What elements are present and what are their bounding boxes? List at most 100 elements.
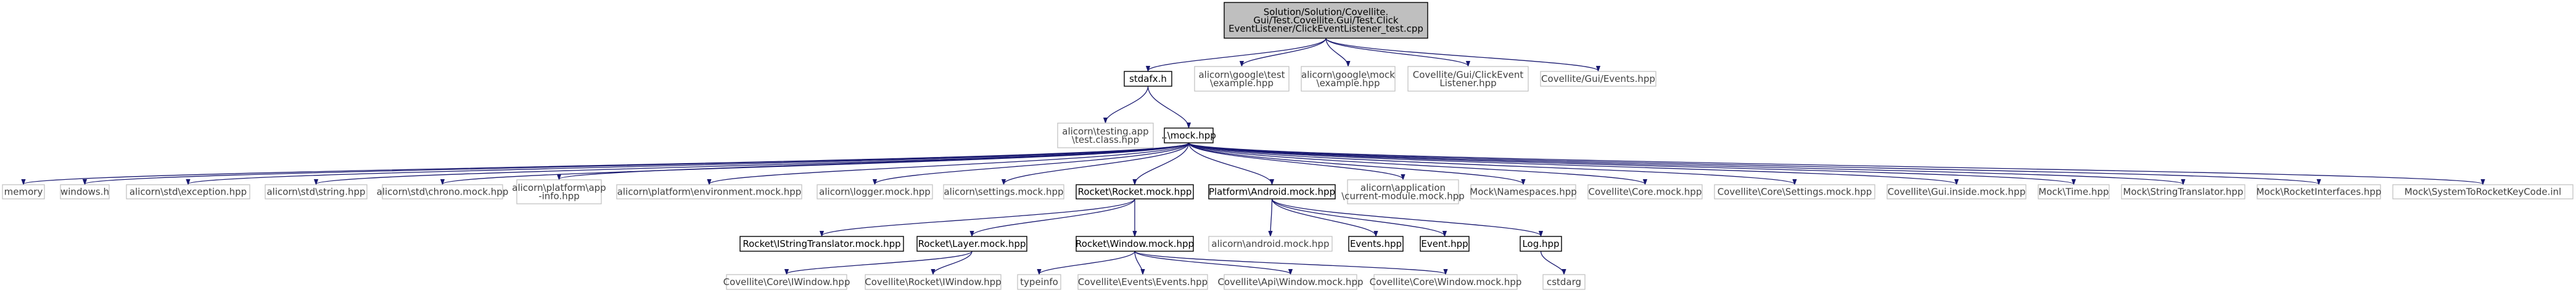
- node-rk-layer[interactable]: Rocket\Layer.mock.hpp: [916, 236, 1027, 252]
- node-box: [1124, 71, 1172, 87]
- node-box: [1373, 274, 1518, 290]
- node-android-h[interactable]: alicorn\android.mock.hpp: [1208, 236, 1333, 252]
- edge-root-to-events_hpp: [1325, 38, 1599, 71]
- node-box: [1542, 274, 1586, 290]
- node-rocket-iwindow[interactable]: Covellite\Rocket\IWindow.hpp: [865, 274, 1002, 290]
- node-windows-h[interactable]: windows.h: [60, 184, 110, 199]
- node-events-node[interactable]: Events.hpp: [1348, 236, 1404, 252]
- node-box: [1164, 127, 1214, 143]
- node-box: [60, 184, 110, 199]
- edge-android_mock-to-log_hpp: [1271, 198, 1541, 236]
- edge-rocket_mock-to-rk_strtr: [822, 198, 1135, 236]
- node-root[interactable]: Solution/Solution/Covellite.Gui/Test.Cov…: [1224, 2, 1428, 39]
- node-box: [1076, 184, 1194, 199]
- node-label-line: alicorn\google\test: [1198, 69, 1285, 80]
- node-label-line: alicorn\logger.mock.hpp: [819, 187, 931, 198]
- node-gui-inside[interactable]: Covellite\Gui.inside.mock.hpp: [1887, 184, 2027, 199]
- node-label-line: \example.hpp: [1317, 78, 1380, 89]
- node-gtest-example[interactable]: alicorn\google\test\example.hpp: [1194, 66, 1290, 92]
- edge-android_mock-to-events_node: [1271, 198, 1376, 236]
- node-box: [817, 184, 933, 199]
- node-events-hpp[interactable]: Covellite/Gui/Events.hpp: [1540, 71, 1656, 87]
- node-box: [265, 184, 368, 199]
- node-std-exception[interactable]: alicorn\std\exception.hpp: [126, 184, 250, 199]
- node-testing-app[interactable]: alicorn\testing.app\test.class.hpp: [1057, 123, 1154, 148]
- edge-mock_hpp-to-core_settings: [1188, 142, 1795, 184]
- node-mock-rocketif[interactable]: Mock\RocketInterfaces.hpp: [2257, 184, 2382, 199]
- node-box: [1420, 236, 1470, 252]
- edge-mock_hpp-to-mock_time: [1188, 142, 2074, 184]
- node-event-node[interactable]: Event.hpp: [1420, 236, 1470, 252]
- node-box: [1714, 184, 1875, 199]
- edge-root-to-gmock_example: [1325, 38, 1348, 66]
- edge-mock_hpp-to-platform_env: [709, 142, 1190, 184]
- node-label-line: Rocket\Rocket.mock.hpp: [1078, 187, 1192, 198]
- node-label-line: Covellite\Core\IWindow.hpp: [723, 276, 850, 288]
- node-label-line: Mock\Time.hpp: [2038, 187, 2109, 198]
- node-core-iwindow[interactable]: Covellite\Core\IWindow.hpp: [723, 274, 850, 290]
- node-box: [1407, 66, 1529, 92]
- node-box: [1540, 71, 1656, 87]
- node-label-line: alicorn\testing.app: [1062, 126, 1148, 137]
- node-label-line: alicorn\application: [1360, 182, 1446, 193]
- edge-rk_window-to-core_window: [1134, 251, 1446, 274]
- node-core-mock[interactable]: Covellite\Core.mock.hpp: [1587, 184, 1703, 199]
- node-mock-stringtr[interactable]: Mock\StringTranslator.hpp: [2121, 184, 2245, 199]
- edge-root-to-stdafx: [1148, 38, 1327, 71]
- node-stdafx[interactable]: stdafx.h: [1124, 71, 1172, 87]
- node-mock-namespaces[interactable]: Mock\Namespaces.hpp: [1470, 184, 1577, 199]
- node-box: [1077, 274, 1208, 290]
- edge-mock_hpp-to-rocket_mock: [1135, 142, 1190, 184]
- edge-rocket_mock-to-rk_layer: [972, 198, 1135, 236]
- node-api-window[interactable]: Covellite\Api\Window.mock.hpp: [1217, 274, 1364, 290]
- node-box: [916, 236, 1027, 252]
- edge-android_mock-to-android_h: [1270, 198, 1272, 236]
- node-typeinfo[interactable]: typeinfo: [1017, 274, 1061, 290]
- node-label-line: Covellite\Gui.inside.mock.hpp: [1888, 187, 2026, 198]
- node-platform-app[interactable]: alicorn\platform\app-info.hpp: [512, 179, 606, 204]
- node-core-settings[interactable]: Covellite\Core\Settings.mock.hpp: [1714, 184, 1875, 199]
- node-rk-strtr[interactable]: Rocket\IStringTranslator.mock.hpp: [739, 236, 904, 252]
- node-log-hpp[interactable]: Log.hpp: [1520, 236, 1562, 252]
- node-gmock-example[interactable]: alicorn\google\mock\example.hpp: [1301, 66, 1396, 92]
- node-label-line: alicorn\settings.mock.hpp: [944, 187, 1063, 198]
- node-cstdarg[interactable]: cstdarg: [1542, 274, 1586, 290]
- node-logger[interactable]: alicorn\logger.mock.hpp: [817, 184, 933, 199]
- node-events-events[interactable]: Covellite\Events\Events.hpp: [1077, 274, 1208, 290]
- node-mock-time[interactable]: Mock\Time.hpp: [2038, 184, 2110, 199]
- node-std-chrono[interactable]: alicorn\std\chrono.mock.hpp: [377, 184, 509, 199]
- node-box: [726, 274, 847, 290]
- node-box: [1194, 66, 1290, 92]
- edge-mock_hpp-to-memory: [23, 142, 1190, 184]
- node-mock-hpp[interactable]: ..\mock.hpp: [1161, 127, 1216, 143]
- node-rocket-mock[interactable]: Rocket\Rocket.mock.hpp: [1076, 184, 1194, 199]
- node-label-line: cstdarg: [1547, 276, 1581, 288]
- node-core-window[interactable]: Covellite\Core\Window.mock.hpp: [1370, 274, 1522, 290]
- node-label-line: alicorn\std\string.hpp: [266, 187, 365, 198]
- edge-mock_hpp-to-core_mock: [1188, 142, 1645, 184]
- node-box: [2, 184, 45, 199]
- node-app-current[interactable]: alicorn\application\current-module.mock.…: [1341, 179, 1465, 204]
- node-platform-env[interactable]: alicorn\platform\environment.mock.hpp: [616, 184, 802, 199]
- edge-stdafx-to-testing_app: [1106, 86, 1149, 123]
- node-std-string[interactable]: alicorn\std\string.hpp: [265, 184, 368, 199]
- node-label-line: Covellite\Core.mock.hpp: [1589, 187, 1702, 198]
- node-box: [1224, 2, 1428, 39]
- node-rk-window[interactable]: Rocket\Window.mock.hpp: [1076, 236, 1194, 252]
- node-box: [382, 184, 503, 199]
- node-click-listener[interactable]: Covellite/Gui/ClickEventListener.hpp: [1407, 66, 1529, 92]
- edge-mock_hpp-to-android_mock: [1188, 142, 1272, 184]
- node-mock-syskey[interactable]: Mock\SystemToRocketKeyCode.inl: [2392, 184, 2574, 199]
- node-label-line: \test.class.hpp: [1072, 134, 1139, 145]
- node-label-line: EventListener/ClickEventListener_test.cp…: [1228, 23, 1423, 35]
- edges-layer: [23, 38, 2483, 274]
- node-label-line: alicorn\google\mock: [1301, 69, 1395, 80]
- edge-root-to-click_listener: [1325, 38, 1468, 66]
- node-box: [1470, 184, 1576, 199]
- node-label-line: alicorn\platform\environment.mock.hpp: [617, 187, 802, 198]
- node-memory[interactable]: memory: [2, 184, 45, 199]
- edge-rk_layer-to-core_iwindow: [787, 251, 973, 274]
- node-android-mock[interactable]: Platform\Android.mock.hpp: [1208, 184, 1336, 199]
- node-settings[interactable]: alicorn\settings.mock.hpp: [943, 184, 1064, 199]
- edge-root-to-gtest_example: [1242, 38, 1327, 66]
